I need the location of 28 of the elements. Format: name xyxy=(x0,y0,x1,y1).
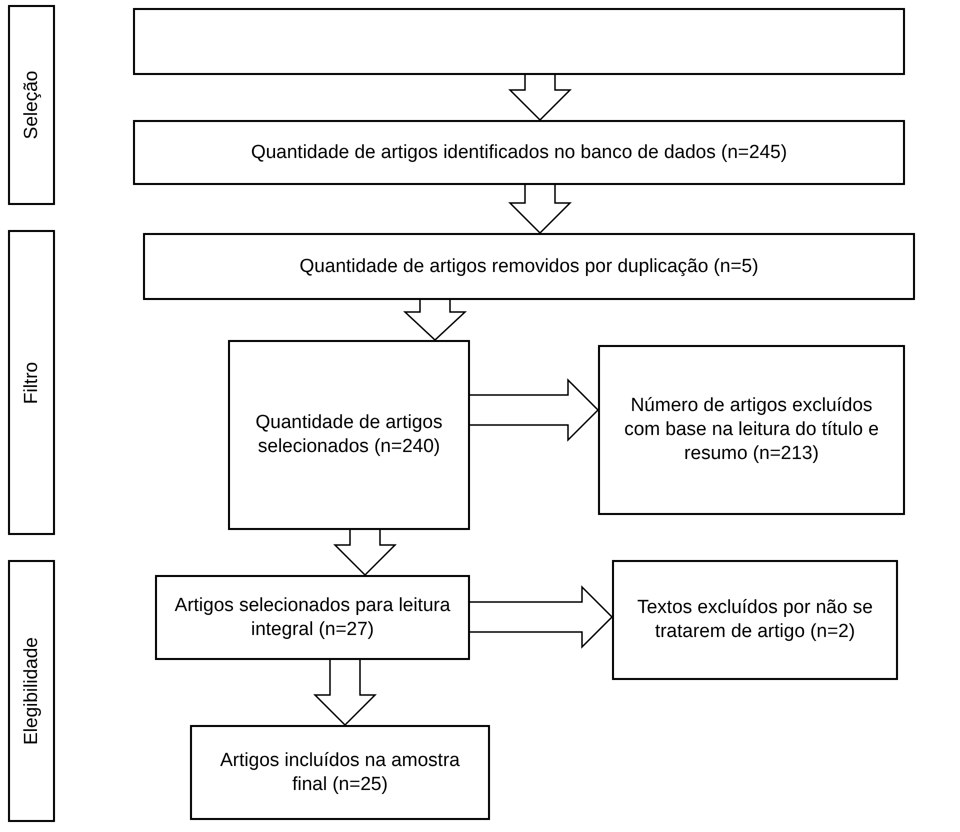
exclusion-box xyxy=(598,345,905,515)
box-text: Quantidade de artigos removidos por duplicação (n=5) xyxy=(300,254,758,278)
phase-band xyxy=(8,5,55,205)
box-text: Artigos selecionados para leitura integral (n=27) xyxy=(174,594,452,642)
block-arrow xyxy=(469,585,614,649)
box-text: Quantidade de artigos selecionados (n=240) xyxy=(254,411,444,459)
block-arrow xyxy=(313,659,377,726)
phase-band xyxy=(8,560,55,822)
process-box xyxy=(133,120,905,185)
phase-band xyxy=(8,230,55,535)
block-arrow xyxy=(469,378,600,442)
process-box xyxy=(228,340,470,530)
process-box xyxy=(190,725,490,820)
box-text: Quantidade de artigos identificados no banco de dados (n=245) xyxy=(250,140,788,164)
box-text: Número de artigos excluídos com base na leitura do título e resumo (n=213) xyxy=(623,394,880,466)
phase-label: Filtro xyxy=(19,361,42,404)
phase-label: Seleção xyxy=(19,70,42,140)
process-box xyxy=(133,8,905,75)
block-arrow xyxy=(508,184,572,234)
block-arrow xyxy=(333,529,397,576)
box-text: Textos excluídos por não se tratarem de artigo (n=2) xyxy=(636,596,874,644)
process-box xyxy=(143,233,915,300)
box-text: Artigos incluídos na amostra final (n=25) xyxy=(219,748,461,796)
process-box xyxy=(155,575,470,660)
phase-label: Elegibilidade xyxy=(19,637,42,745)
block-arrow xyxy=(403,299,467,342)
block-arrow xyxy=(508,74,572,122)
exclusion-box xyxy=(612,560,898,680)
